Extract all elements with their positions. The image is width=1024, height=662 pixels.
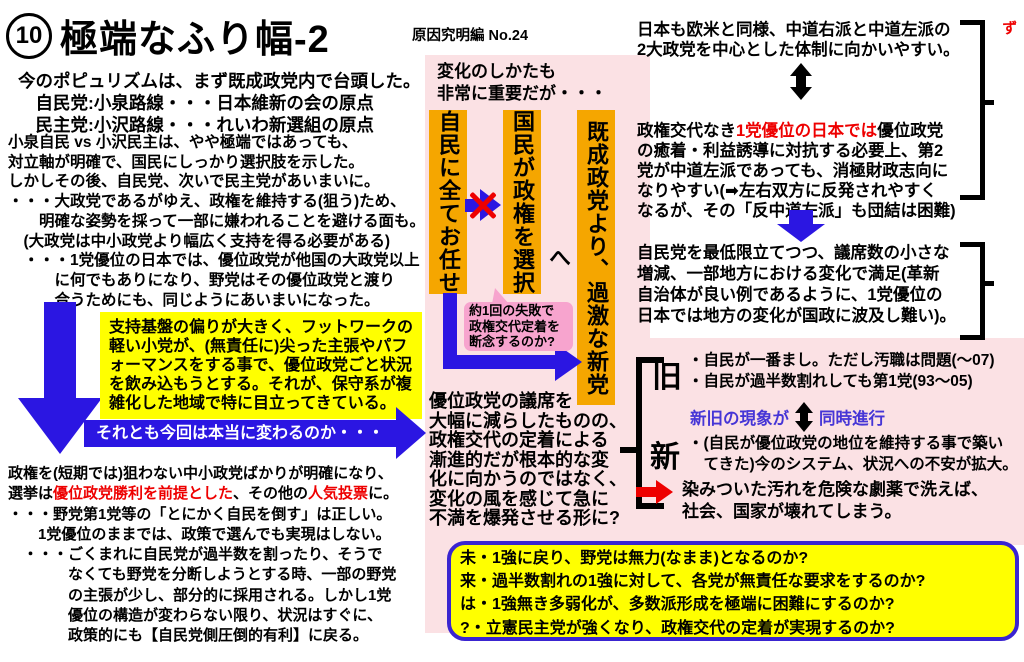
sync-row: 新旧の現象が 同時進行 <box>690 402 885 432</box>
bracket-top-stem <box>980 100 994 105</box>
sync-arrow-bar <box>800 413 808 421</box>
right-down-arrow-shaft <box>789 210 813 226</box>
bracket-middle <box>960 242 985 340</box>
sync-two-way-arrow-icon <box>795 402 813 432</box>
small-party-note: 支持基盤の偏りが大きく、フットワークの軽い小党が、(無責任に)尖った主張やパフォ… <box>100 312 422 419</box>
sync-right-label: 同時進行 <box>819 410 885 428</box>
option-box-kokumin: 国民が政権を選択 <box>503 110 541 294</box>
conclusion-block: 政権を(短期では)狙わない中小政党ばかりが明確になり、 選挙は優位政党勝利を前提… <box>8 464 424 647</box>
conclusion-line1: 政権を(短期では)狙わない中小政党ばかりが明確になり、 <box>8 465 393 482</box>
failure-bubble: 約1回の失敗で 政権交代定着を 断念するのか? <box>464 302 573 351</box>
outcome-paragraph: 優位政党の議席を 大幅に減らしたものの、 政権交代の定着による 漸進的だが根本的… <box>429 391 627 528</box>
conclusion-line2-red1: 優位政党勝利を前提とした <box>53 485 234 503</box>
future-question-text: 未・1強に戻り、野党は無力(なまま)となるのか? 来・過半数割れの1強に対して、… <box>460 550 926 637</box>
middle-header: 変化のしかたも 非常に重要だが・・・ <box>437 62 607 103</box>
old-new-pink-panel <box>633 338 1024 545</box>
old-new-bracket-stem <box>620 447 636 453</box>
question-arrow-head <box>396 407 426 459</box>
sync-arrow-up <box>795 402 813 413</box>
intro-paragraph: 今のポピュリズムは、まず既成政党内で台頭した。 自民党:小泉路線・・・日本維新の… <box>18 71 421 135</box>
warning-text: 染みついた汚れを危険な劇薬で洗えば、 社会、国家が壊れてしまう。 <box>682 480 988 521</box>
conclusion-rest: ・・・野党第1党等の「とにかく自民を倒す」は正しい。 1党優位のままでは、政策で… <box>8 505 397 645</box>
side-note-red: 原因と向き合わず <box>1000 20 1017 36</box>
conclusion-line2-pre: 選挙は <box>8 485 54 503</box>
right-paragraph-2: 政権交代なき1党優位の日本では優位政党 の癒着・利益誘導に対抗する必要上、第2 … <box>637 101 989 221</box>
blocked-arrow <box>465 189 505 222</box>
conclusion-line2-red2: 人気投票 <box>308 485 369 503</box>
conclusion-line2: 選挙は優位政党勝利を前提とした、その他の人気投票に。 <box>8 484 424 504</box>
bubble-tail <box>492 288 509 304</box>
right-paragraph-2-post: 優位政党 の癒着・利益誘導に対抗する必要上、第2 党が中道左派であっても、消極財… <box>637 122 956 220</box>
bracket-top <box>960 20 985 200</box>
title-number-badge: 10 <box>6 12 52 59</box>
two-way-arrow-bar <box>796 76 806 87</box>
right-paragraph-3: 自民党を最低限立てつつ、議席数の小さな 増減、一部地方における変化で満足(革新 … <box>637 244 956 325</box>
big-down-arrow-shaft <box>44 302 76 400</box>
conclusion-line2-mid: 、その他の <box>233 485 309 503</box>
sync-left-label: 新旧の現象が <box>690 410 789 428</box>
right-paragraph-2-red: 1党優位の日本では <box>736 122 878 140</box>
conclusion-line2-post: に。 <box>368 485 399 503</box>
old-items: ・自民が一番まし。ただし汚職は問題(〜07) ・自民が過半数割れしても第1党(9… <box>688 352 995 390</box>
new-label: 新 <box>650 441 680 474</box>
analysis-paragraph: 小泉自民 vs 小沢民主は、やや極端ではあっても、 対立軸が明確で、国民にしっか… <box>8 134 425 309</box>
page-title: 極端なふり幅-2 <box>60 19 330 61</box>
right-down-arrow-head <box>777 224 825 242</box>
old-new-bracket <box>636 357 664 509</box>
question-arrow-bar: それとも今回は本当に変わるのか・・・ <box>84 420 396 447</box>
edition-label: 原因究明編 No.24 <box>412 28 529 44</box>
sync-arrow-down <box>795 421 813 432</box>
option-box-shinto: 既成政党より、過激な新党へ <box>546 110 615 405</box>
side-note-vertical: 矛盾にストレスをためるが、原因と向き合わず <box>995 20 1024 350</box>
blocked-arrow-head <box>480 189 501 221</box>
right-paragraph-1: 日本も欧米と同様、中道右派と中道左派の 2大政党を中心とした体制に向かいやすい。 <box>637 21 960 59</box>
new-item: ・(自民が優位政党の地位を維持する事で築い てきた)今のシステム、状況への不安が… <box>688 435 1018 473</box>
two-way-arrow-icon <box>790 63 812 100</box>
warning-arrow-shaft <box>636 487 656 497</box>
right-paragraph-2-pre: 政権交代なき <box>637 122 736 140</box>
bracket-middle-stem <box>980 281 994 286</box>
two-way-arrow-down <box>790 87 812 100</box>
old-label: 旧 <box>652 361 682 394</box>
title-row: 10 極端なふり幅-2 <box>6 8 330 63</box>
elbow-arrow-horizontal <box>443 355 557 369</box>
option-box-jimin: 自民に全てお任せ <box>429 110 467 294</box>
future-question-box <box>447 541 1019 641</box>
elbow-arrow-vertical <box>443 293 457 369</box>
warning-arrow-head <box>656 480 673 504</box>
two-way-arrow-up <box>790 63 812 76</box>
